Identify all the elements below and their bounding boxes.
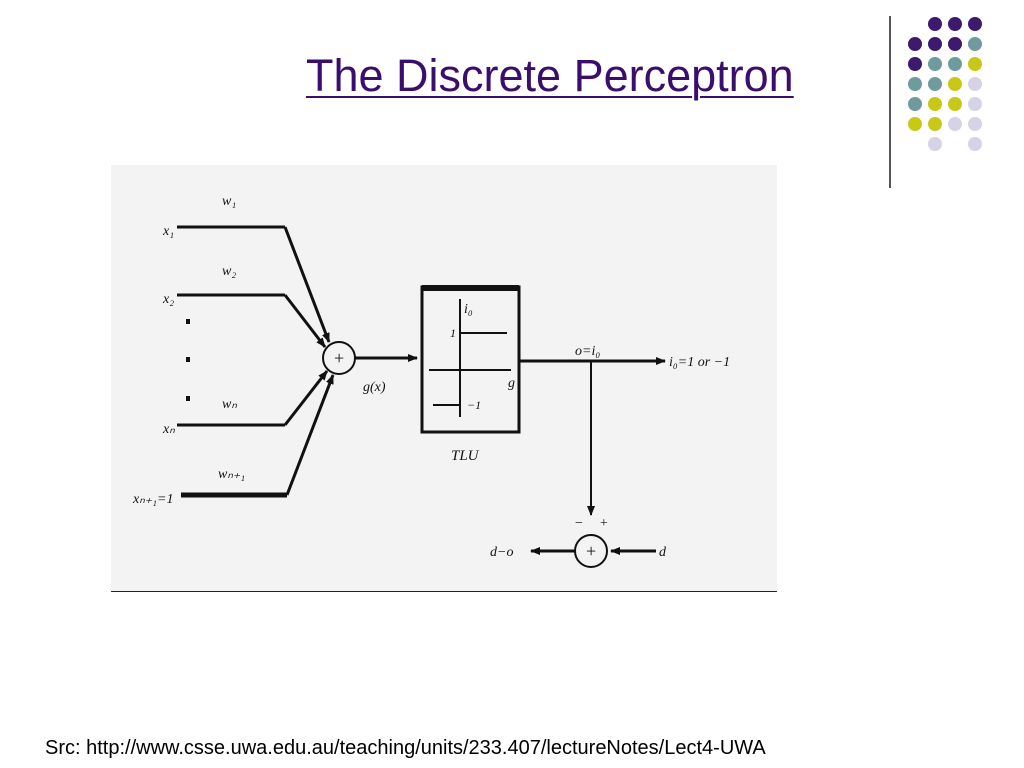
desired-label: d [659,545,667,560]
ellipsis-dots [186,319,190,401]
tlu-step-function [429,299,511,417]
decorative-dot [908,117,922,131]
decorative-dot [948,77,962,91]
net-input-label: g(x) [363,380,386,395]
input-arrow-n [283,370,329,426]
input-arrow-1 [283,226,331,343]
error-label: d−o [490,545,513,560]
decorative-dot [908,97,922,111]
decorative-dot [908,37,922,51]
decorative-dot [948,117,962,131]
input-label-n: xₙ [162,422,175,437]
tlu-output-axis: i₀ [464,302,473,317]
output-label: o=i₀ [575,344,600,359]
decorative-dot [908,77,922,91]
decorative-dot-grid [900,10,1020,170]
decorative-dot [928,77,942,91]
tlu-input-axis: g [508,376,515,391]
decorative-dot [968,77,982,91]
source-citation: Src: http://www.csse.uwa.edu.au/teaching… [45,737,766,759]
decorative-dot [948,37,962,51]
decorative-dot [948,57,962,71]
perceptron-diagram: + i₀ g 1 −1 TLU + − + x₁ x₂ xₙ xₙ₊₁=1 w₁… [111,165,777,592]
decorative-dot [928,97,942,111]
weight-label-bias: wₙ₊₁ [218,467,245,482]
weight-label-1: w₁ [222,194,236,209]
decorative-dot [928,117,942,131]
decorative-dot [968,117,982,131]
decorative-dot [968,57,982,71]
input-label-1: x₁ [162,224,174,239]
slide-title: The Discrete Perceptron [306,50,794,101]
tlu-label: TLU [451,448,480,464]
output-result-label: i₀=1 or −1 [669,355,730,370]
decorative-dot [928,57,942,71]
input-label-2: x₂ [162,292,174,307]
title-divider [889,16,891,188]
decorative-dot [928,137,942,151]
decorative-dot [948,17,962,31]
decorative-dot [968,97,982,111]
decorative-dot [908,57,922,71]
input-arrow-2 [283,294,327,348]
summer-symbol: + [333,348,345,368]
decorative-dot [948,97,962,111]
comparator-plus: + [599,516,608,531]
tlu-low-value: −1 [467,398,481,412]
input-label-bias: xₙ₊₁=1 [132,492,174,507]
weight-label-n: wₙ [222,397,237,412]
bias-arrow [285,374,335,496]
decorative-dot [968,137,982,151]
decorative-dot [928,17,942,31]
weight-label-2: w₂ [222,264,236,279]
decorative-dot [928,37,942,51]
comparator-symbol: + [585,541,597,561]
decorative-dot [968,17,982,31]
comparator-minus: − [574,516,583,531]
decorative-dot [968,37,982,51]
perceptron-diagram-svg: + i₀ g 1 −1 TLU + − + x₁ x₂ xₙ xₙ₊₁=1 w₁… [132,194,730,568]
tlu-high-value: 1 [450,326,456,340]
